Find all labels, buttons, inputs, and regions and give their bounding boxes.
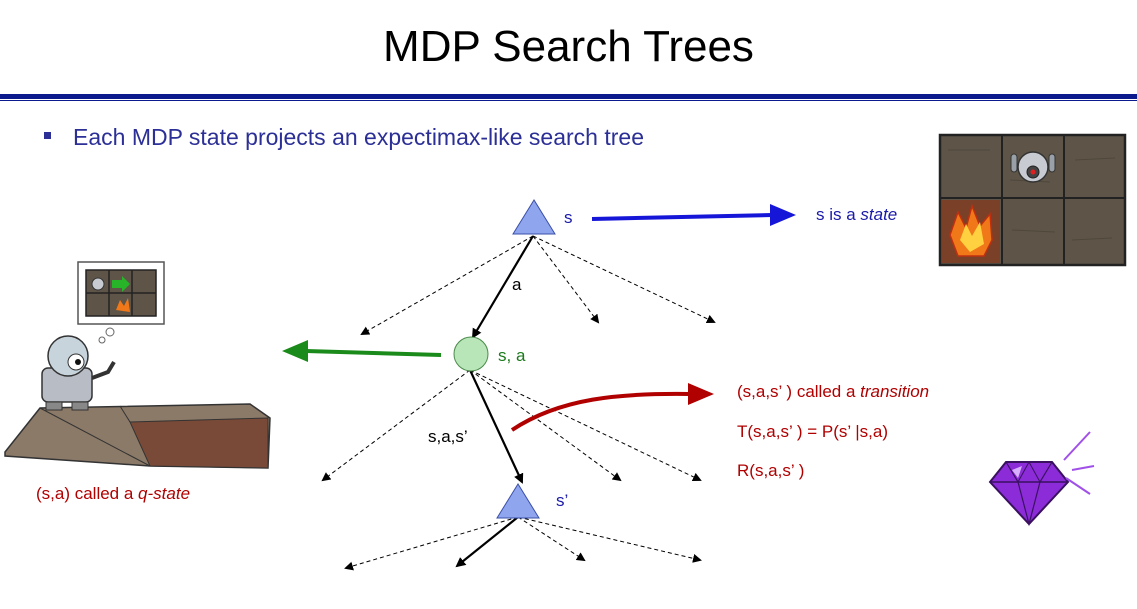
dashed-edge: [321, 369, 471, 482]
bullet-item: Each MDP state projects an expectimax-li…: [44, 124, 644, 151]
transition-definition-prefix: (s,a,s’ ) called a: [737, 382, 861, 401]
state-node-label: s: [564, 208, 573, 227]
dashed-edge: [469, 369, 622, 482]
action-edge: [471, 235, 534, 339]
dashed-edges-from-s: [360, 235, 716, 335]
qstate-arrow: [282, 340, 442, 362]
next-state-node-label: s’: [556, 491, 569, 510]
transition-definition: (s,a,s’ ) called a transition: [737, 382, 929, 402]
slide-title: MDP Search Trees: [383, 22, 754, 71]
state-node-triangle: [512, 199, 556, 235]
purple-gem-image: [988, 431, 1095, 527]
transition-arrow: [510, 383, 714, 432]
state-arrow: [591, 204, 796, 226]
robot-thinking-image: [4, 261, 271, 469]
transition-definition-term: transition: [860, 382, 930, 401]
title-rule-thin: [0, 100, 1137, 101]
action-edge-label: a: [512, 275, 522, 294]
gridworld-robot-fire-image: [938, 133, 1127, 267]
qstate-definition: (s,a) called a q-state: [36, 484, 190, 504]
transition-formula: T(s,a,s’ ) = P(s’ |s,a): [737, 422, 888, 441]
transition-edge: [469, 369, 524, 484]
qstate-node-circle: [453, 336, 489, 372]
dashed-edge: [532, 235, 600, 324]
dashed-edge: [344, 516, 519, 571]
state-definition: s is a state: [816, 205, 897, 225]
dashed-edge: [517, 516, 702, 563]
transition-edge-label: s,a,s’: [428, 427, 468, 446]
state-definition-term: state: [860, 205, 898, 224]
qstate-definition-prefix: (s,a) called a: [36, 484, 139, 503]
qstate-definition-term: q-state: [138, 484, 191, 503]
dashed-edges-from-sprime: [344, 516, 702, 571]
bullet-text: Each MDP state projects an expectimax-li…: [73, 124, 644, 150]
state-definition-prefix: s is a: [816, 205, 861, 224]
dashed-edge: [469, 369, 702, 482]
title-rule: [0, 94, 1137, 99]
qstate-node-label: s, a: [498, 346, 526, 365]
bullet-square-icon: [44, 132, 51, 140]
next-action-edge: [455, 516, 519, 568]
dashed-edge: [360, 235, 534, 335]
dashed-edges-from-q: [321, 369, 702, 482]
next-state-node-triangle: [496, 483, 540, 519]
reward-formula: R(s,a,s’ ): [737, 461, 805, 480]
dashed-edge: [517, 516, 586, 562]
dashed-edge: [532, 235, 716, 324]
